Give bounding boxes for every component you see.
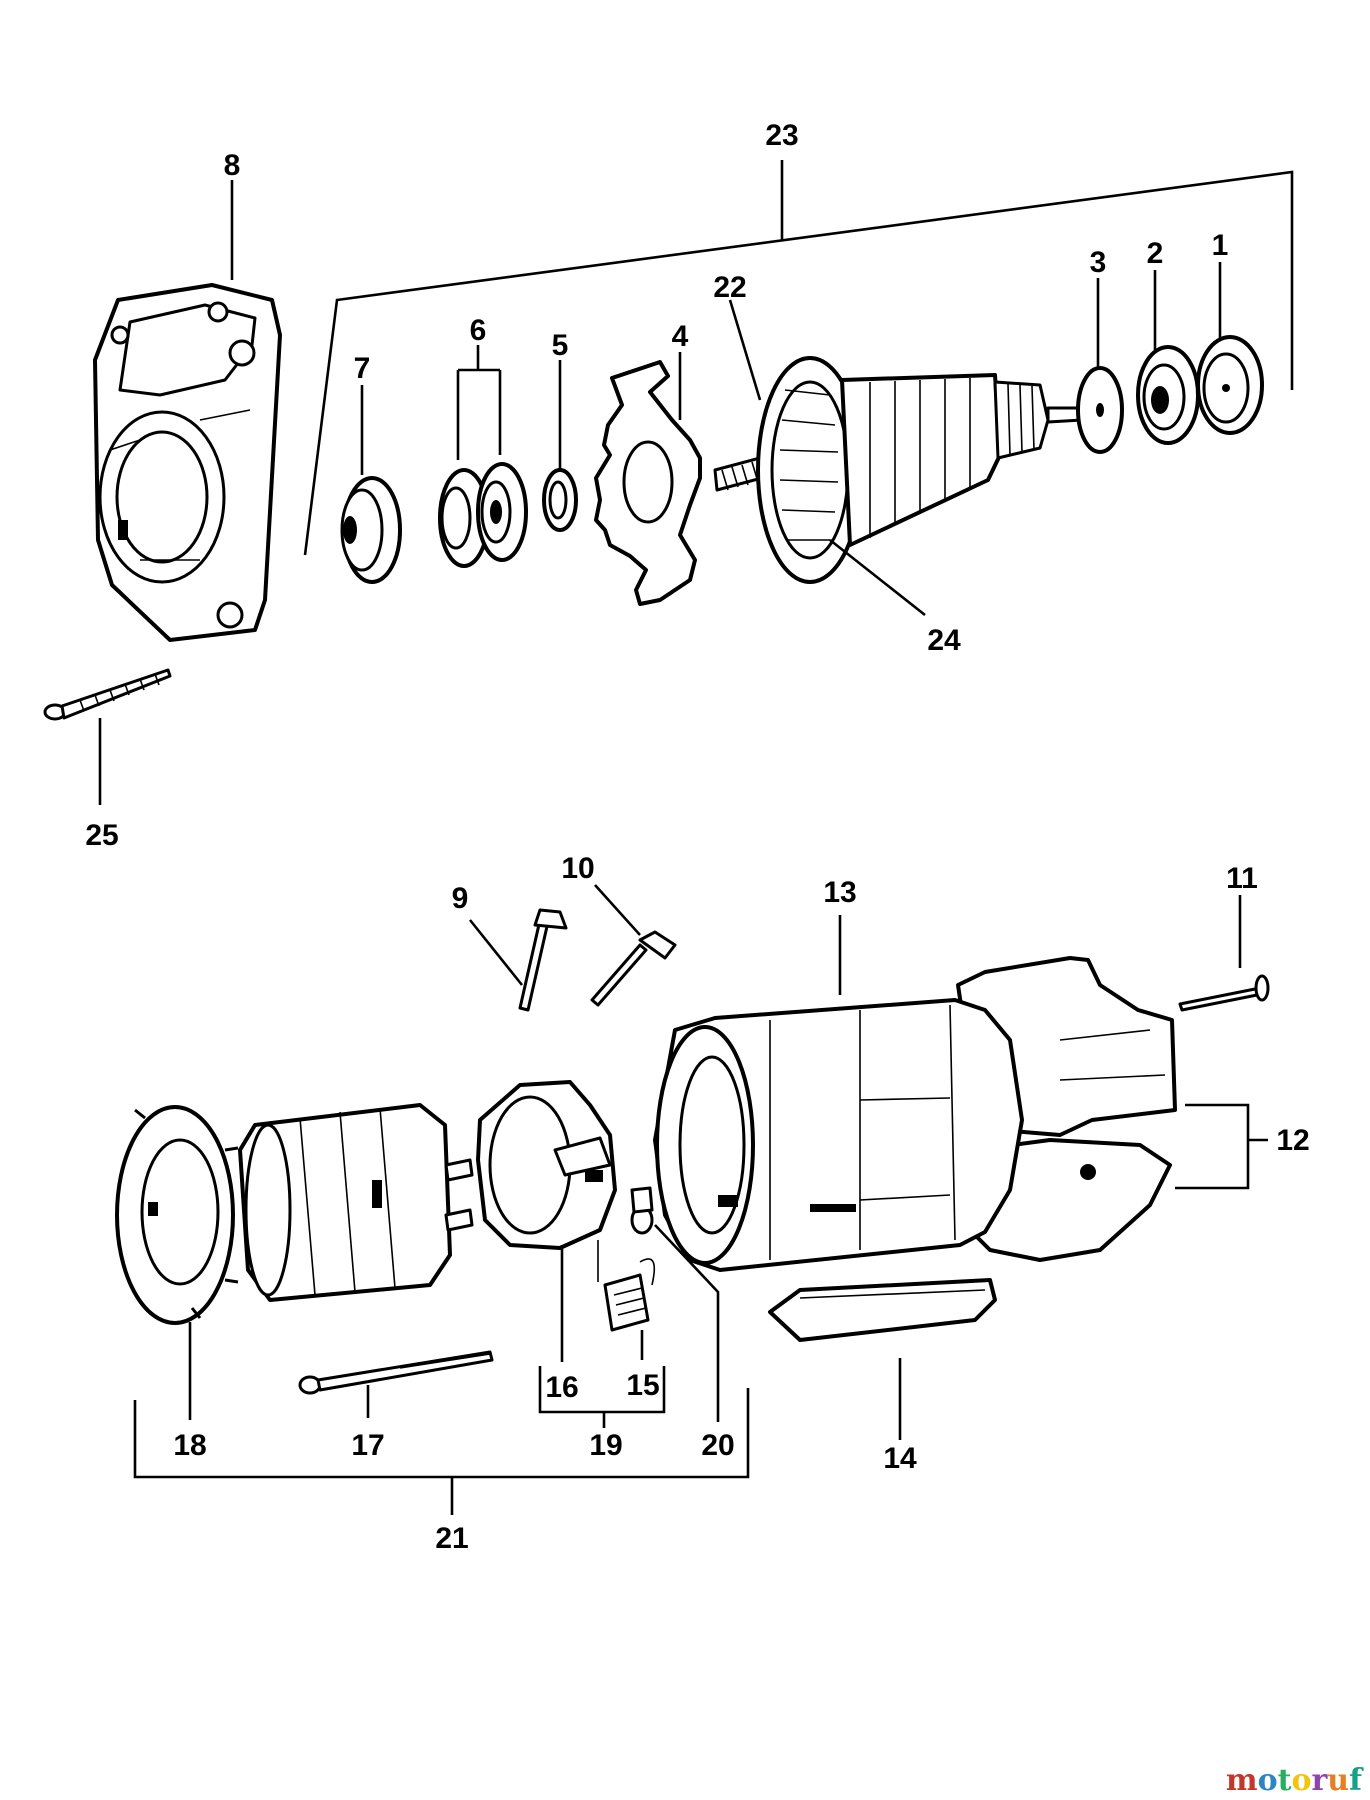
bracket-21 xyxy=(133,1388,750,1515)
leader-6 xyxy=(456,345,502,460)
bracket-19 xyxy=(538,1366,666,1428)
field-stator xyxy=(238,1103,474,1302)
callout-20: 20 xyxy=(701,1429,734,1462)
logo-letter: m xyxy=(1226,1763,1258,1798)
leader-20 xyxy=(654,1224,720,1422)
callout-2: 2 xyxy=(1147,237,1164,270)
end-cap-18 xyxy=(115,1105,239,1325)
housing-screw xyxy=(43,668,172,721)
callout-7: 7 xyxy=(354,352,371,385)
brush-lead-9 xyxy=(518,908,568,1012)
bearing-2 xyxy=(1136,345,1200,445)
logo-letter: o xyxy=(1291,1763,1311,1798)
leader-24 xyxy=(829,538,926,617)
brush-holder-16 xyxy=(476,1080,617,1250)
callout-8: 8 xyxy=(224,149,241,182)
callout-11: 11 xyxy=(1226,862,1258,895)
bearing-7 xyxy=(340,476,402,584)
bracket-23 xyxy=(303,170,1294,556)
callout-21: 21 xyxy=(435,1522,468,1555)
retaining-ring-5 xyxy=(542,468,578,532)
callout-19: 19 xyxy=(589,1429,622,1462)
callout-6: 6 xyxy=(470,314,487,347)
long-screw-17 xyxy=(298,1350,494,1395)
logo-letter: t xyxy=(1278,1763,1292,1798)
bearing-cap-1 xyxy=(1196,335,1264,435)
callout-14: 14 xyxy=(883,1442,917,1475)
callout-16: 16 xyxy=(545,1371,578,1404)
callout-25: 25 xyxy=(85,819,118,852)
leader-9 xyxy=(468,919,524,986)
motor-housing-13 xyxy=(653,998,1024,1272)
logo-letter: f xyxy=(1349,1763,1364,1798)
fan-baffle-4 xyxy=(594,360,702,606)
callout-17: 17 xyxy=(351,1429,384,1462)
callout-12: 12 xyxy=(1276,1124,1309,1157)
callout-10: 10 xyxy=(561,852,594,885)
callout-1: 1 xyxy=(1212,229,1229,262)
svg-text:motoruf: motoruf xyxy=(1226,1763,1364,1798)
callout-24: 24 xyxy=(927,624,961,657)
cover-plate-14 xyxy=(768,1278,997,1342)
callout-23: 23 xyxy=(765,119,798,152)
callout-3: 3 xyxy=(1090,246,1107,279)
washer-3 xyxy=(1076,366,1124,454)
callout-15: 15 xyxy=(626,1369,659,1402)
screw-11 xyxy=(1178,974,1270,1012)
callout-5: 5 xyxy=(552,329,569,362)
motoruf-logo: motoruf xyxy=(1226,1763,1364,1798)
callout-9: 9 xyxy=(452,882,469,915)
callout-4: 4 xyxy=(672,320,689,353)
leader-12 xyxy=(1175,1103,1268,1190)
armature-24 xyxy=(713,356,1084,584)
spring-clip-20 xyxy=(630,1186,654,1235)
brush-lead-10 xyxy=(590,930,677,1007)
callout-18: 18 xyxy=(173,1429,206,1462)
leader-10 xyxy=(594,884,641,936)
gear-housing xyxy=(93,283,282,642)
callout-22: 22 xyxy=(713,271,746,304)
carbon-brush-15 xyxy=(597,1240,656,1332)
logo-letter: u xyxy=(1327,1763,1349,1798)
bearing-pair-6 xyxy=(438,462,528,568)
leader-22 xyxy=(728,299,762,401)
logo-letter: r xyxy=(1311,1763,1328,1798)
callout-13: 13 xyxy=(823,876,856,909)
logo-letter: o xyxy=(1258,1763,1278,1798)
